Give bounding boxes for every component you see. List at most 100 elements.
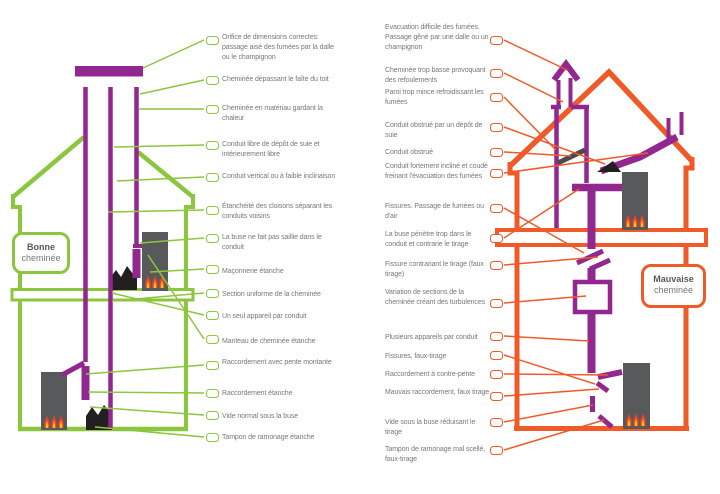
bad-label-text: Conduit fortement incliné et coudé frein… [385, 163, 488, 180]
callout-line [87, 391, 205, 394]
bad-bullet-icon [489, 391, 503, 401]
good-label-3: Cheminée en matériau gardant la chaleur [205, 104, 338, 124]
bad-bullet-icon [489, 233, 503, 243]
bad-label-text: Raccordement à contre-pente [385, 371, 475, 378]
badge-subtitle: cheminée [21, 252, 61, 263]
callout-line [503, 207, 585, 254]
callout-line [503, 152, 649, 174]
callout-line [147, 254, 205, 340]
good-label-text: Tampon de ramonage étanche [222, 434, 315, 441]
bad-bullet-icon [489, 122, 503, 132]
good-roof-left [11, 135, 86, 199]
good-label-text: La buse ne fait pas saillie dans le cond… [222, 234, 322, 251]
floor-slab [10, 288, 195, 302]
callout-line [503, 126, 606, 165]
good-label-2: Cheminée dépassant le faîte du toit [205, 75, 338, 85]
callout-line [111, 292, 205, 316]
callout-line [142, 39, 205, 69]
flue-obstruction [556, 147, 587, 166]
good-label-text: Section uniforme de la cheminée [222, 291, 321, 298]
good-bullet-icon [205, 264, 219, 274]
bad-bullet-icon [489, 260, 503, 270]
bad-label-12: Fissures, faux-tirage [385, 350, 503, 362]
good-label-text: Raccordement étanche [222, 390, 293, 397]
good-house [10, 66, 195, 432]
bad-bullet-icon [489, 298, 503, 308]
good-label-10: Un seul appareil par conduit [205, 310, 338, 322]
bad-bullet-icon [489, 68, 503, 78]
callout-lines-bad [503, 39, 649, 451]
bad-bullet-icon [489, 203, 503, 213]
good-label-13: Raccordement étanche [205, 388, 338, 399]
good-label-text: Orifice de dimensions correctes: passage… [222, 34, 334, 61]
bad-label-15: Vide sous la buse réduisant le tirage [385, 417, 503, 438]
callout-line [107, 209, 205, 213]
callout-lines-good [85, 39, 205, 438]
bad-label-13: Raccordement à contre-pente [385, 369, 503, 380]
bad-label-10: Variation de sections de la cheminée cré… [385, 288, 503, 308]
fissure-dash [588, 257, 612, 272]
shaft-wall-left [551, 104, 561, 228]
good-bullet-icon [205, 288, 219, 298]
callout-line [503, 295, 587, 304]
chimney-cap [75, 66, 143, 77]
good-label-text: Vide normal sous la buse [222, 413, 299, 420]
bad-bullet-icon [489, 331, 503, 341]
good-bullet-icon [205, 35, 219, 45]
good-label-14: Vide normal sous la buse [205, 410, 338, 422]
good-bullet-icon [205, 205, 219, 215]
good-label-text: Conduit vertical ou à faible inclinaison [222, 173, 336, 180]
fissure-dash [595, 380, 610, 394]
good-bullet-icon [205, 233, 219, 243]
bad-label-text: Tampon de ramonage mal scellé, faux-tira… [385, 446, 486, 463]
callout-line [503, 151, 572, 157]
bad-label-text: Fissures, faux-tirage [385, 353, 447, 360]
bad-label-3: Paroi trop mince refroidissant les fumée… [385, 88, 503, 108]
good-bullet-icon [205, 140, 219, 150]
good-label-text: Conduit libre de dépôt de suie et intéri… [222, 141, 320, 158]
bad-label-11: Plusieurs appareils par conduit [385, 331, 503, 343]
bad-bullet-icon [489, 417, 503, 427]
soot-wedge [597, 161, 621, 172]
bad-label-text: Cheminée trop basse provoquant des refou… [385, 67, 486, 84]
bad-label-text: Paroi trop mince refroidissant les fumée… [385, 89, 484, 106]
bad-label-text: Plusieurs appareils par conduit [385, 334, 478, 341]
good-label-text: Cheminée dépassant le faîte du toit [222, 76, 329, 83]
good-label-4: Conduit libre de dépôt de suie et intéri… [205, 140, 338, 160]
callout-line [89, 406, 205, 416]
badge-subtitle: cheminée [653, 284, 694, 295]
bad-label-7: Fissures. Passage de fumées ou d'air [385, 202, 503, 222]
bad-bullet-icon [489, 369, 503, 379]
soot-deposit-lower [86, 405, 112, 430]
callout-line [503, 256, 599, 266]
good-bullet-icon [205, 334, 219, 344]
good-label-text: Cheminée en matériau gardant la chaleur [222, 105, 323, 122]
bad-label-5: Conduit obstrué [385, 147, 503, 158]
callout-line [116, 176, 205, 182]
bad-label-text: Conduit obstrué par un dépôt de suie [385, 122, 483, 139]
bad-label-text: Evacuation difficile des fumées. Passage… [385, 24, 489, 51]
bad-label-6: Conduit fortement incliné et coudé frein… [385, 162, 503, 182]
callout-line [113, 144, 205, 148]
bad-label-4: Conduit obstrué par un dépôt de suie [385, 121, 503, 141]
badge-title: Mauvaise [653, 274, 694, 284]
callout-line [503, 96, 557, 151]
callout-line [503, 72, 564, 103]
callout-line [503, 335, 590, 342]
good-label-8: Maçonnerie étanche [205, 264, 338, 277]
bad-label-2: Cheminée trop basse provoquant des refou… [385, 66, 503, 86]
good-chimney-badge: Bonne cheminée [12, 232, 70, 274]
bad-chimney-badge: Mauvaise cheminée [641, 264, 706, 308]
soot-deposit-upper [110, 266, 137, 290]
shaft-wall-right [571, 104, 589, 183]
good-bullet-icon [205, 310, 219, 320]
counter-slope-buse [597, 369, 623, 380]
good-roof-right [136, 150, 195, 199]
good-bullet-icon [205, 432, 219, 442]
bad-bullet-icon [489, 92, 503, 102]
good-label-text: Manteau de cheminée étanche [222, 338, 316, 345]
good-label-1: Orifice de dimensions correctes: passage… [205, 33, 338, 63]
badge-title: Bonne [27, 242, 55, 252]
callout-line [139, 79, 205, 95]
